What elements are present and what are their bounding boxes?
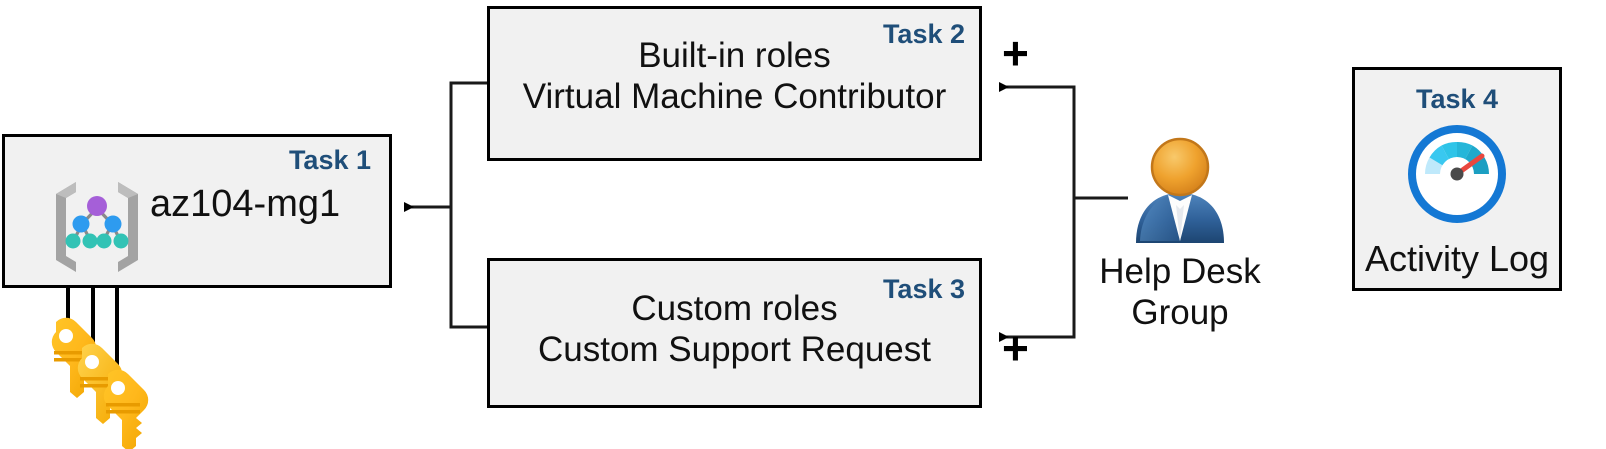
key-2 xyxy=(77,343,123,424)
plus-icon-bottom: + xyxy=(1002,322,1029,374)
task-3-line-1: Custom roles xyxy=(631,289,838,328)
task-4-tag: Task 4 xyxy=(1415,84,1499,114)
keys-icon xyxy=(51,317,149,449)
group-line-1: Help Desk xyxy=(1099,252,1261,291)
task-4-box[interactable]: Task 4 Activity Log xyxy=(1352,67,1562,291)
user-group-icon xyxy=(1136,137,1224,243)
task-4-label: Activity Log xyxy=(1364,237,1550,279)
task-3-box[interactable]: Task 3 xyxy=(487,258,982,408)
activity-log-gauge-icon xyxy=(1407,124,1507,224)
key-1 xyxy=(51,317,97,398)
task-2-line-1: Built-in roles xyxy=(638,36,831,75)
roles-to-mg-connector xyxy=(404,81,487,329)
task-1-tag: Task 1 xyxy=(288,145,371,175)
group-line-2: Group xyxy=(1131,292,1229,332)
task-1-label: az104-mg1 xyxy=(150,183,341,225)
task-2-text: Built-in roles Virtual Machine Contribut… xyxy=(487,35,982,118)
plus-icon-top: + xyxy=(1002,27,1029,79)
task-3-text: Custom roles Custom Support Request xyxy=(487,288,982,371)
task-2-box[interactable]: Task 2 xyxy=(487,6,982,161)
task-2-line-2: Virtual Machine Contributor xyxy=(522,77,947,117)
task-2-tag: Task 2 xyxy=(882,19,965,49)
key-3 xyxy=(103,369,149,449)
task-3-tag: Task 3 xyxy=(882,274,965,304)
management-group-icon xyxy=(56,182,138,272)
help-desk-group-label: Help Desk Group xyxy=(1080,252,1280,333)
task-3-line-2: Custom Support Request xyxy=(538,330,931,370)
